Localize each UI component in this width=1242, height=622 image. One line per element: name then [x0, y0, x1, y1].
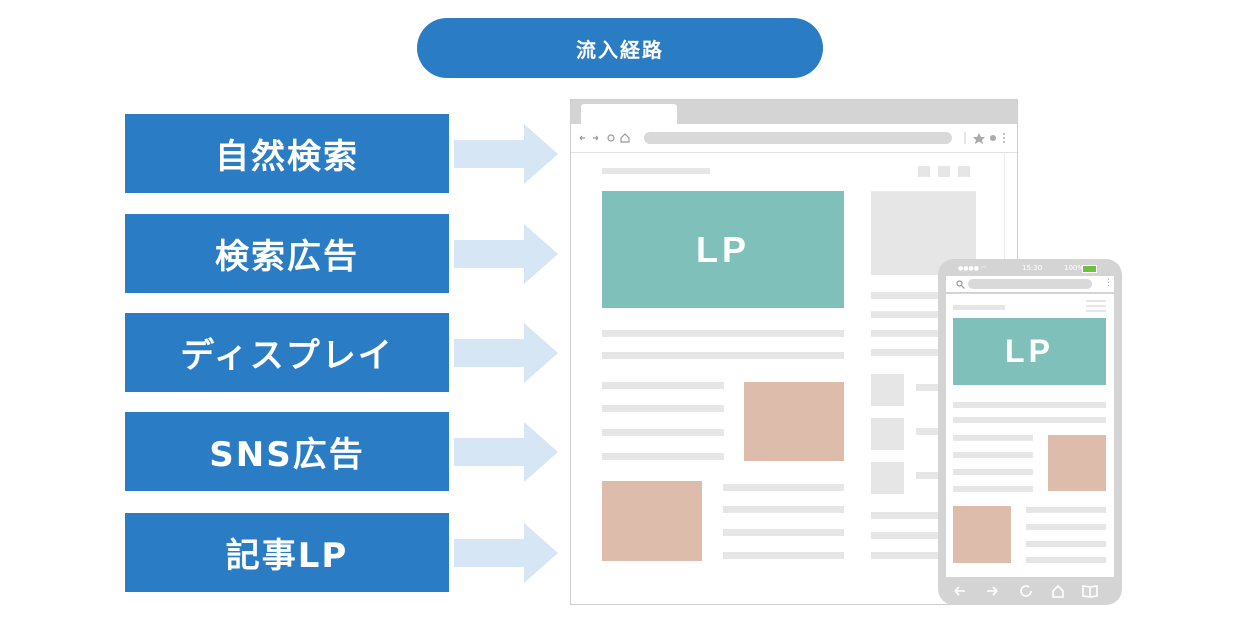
kebab-menu-icon: ⋮: [1104, 278, 1113, 288]
image-placeholder: [953, 506, 1011, 563]
source-article-lp: 記事LP: [125, 513, 449, 592]
source-sns-ads: SNS広告: [125, 412, 449, 491]
status-time: 15:30: [1022, 264, 1043, 272]
battery-icon: [1082, 265, 1097, 273]
mobile-phone-mockup: ●●●● ◠ 15:30 100% ⋮ LP: [938, 259, 1122, 605]
arrow-icon: [454, 124, 558, 184]
arrow-icon: [454, 422, 558, 482]
address-bar: [644, 132, 952, 144]
status-battery: 100%: [1064, 264, 1085, 272]
mobile-lp-hero: LP: [953, 318, 1106, 385]
image-placeholder: [744, 382, 844, 461]
signal-icon: ●●●● ◠: [958, 265, 987, 272]
arrow-icon: [454, 224, 558, 284]
flow-title: 流入経路: [417, 18, 823, 78]
image-placeholder: [1048, 435, 1106, 491]
browser-nav-icons: [579, 133, 630, 143]
desktop-lp-hero: LP: [602, 191, 844, 308]
arrow-icon: [454, 323, 558, 383]
search-icon: [956, 280, 965, 289]
browser-menu-icons: [964, 132, 1005, 144]
source-organic-search: 自然検索: [125, 114, 449, 193]
mobile-screen: LP: [946, 294, 1114, 577]
image-placeholder: [602, 481, 702, 561]
browser-tab: [581, 104, 677, 124]
arrow-icon: [454, 523, 558, 583]
source-display: ディスプレイ: [125, 313, 449, 392]
browser-toolbar: [571, 124, 1017, 153]
mobile-bottom-nav-icons: [954, 584, 1098, 598]
source-search-ads: 検索広告: [125, 214, 449, 293]
mobile-url-row: ⋮: [946, 276, 1114, 292]
mobile-address-bar: [968, 279, 1092, 289]
